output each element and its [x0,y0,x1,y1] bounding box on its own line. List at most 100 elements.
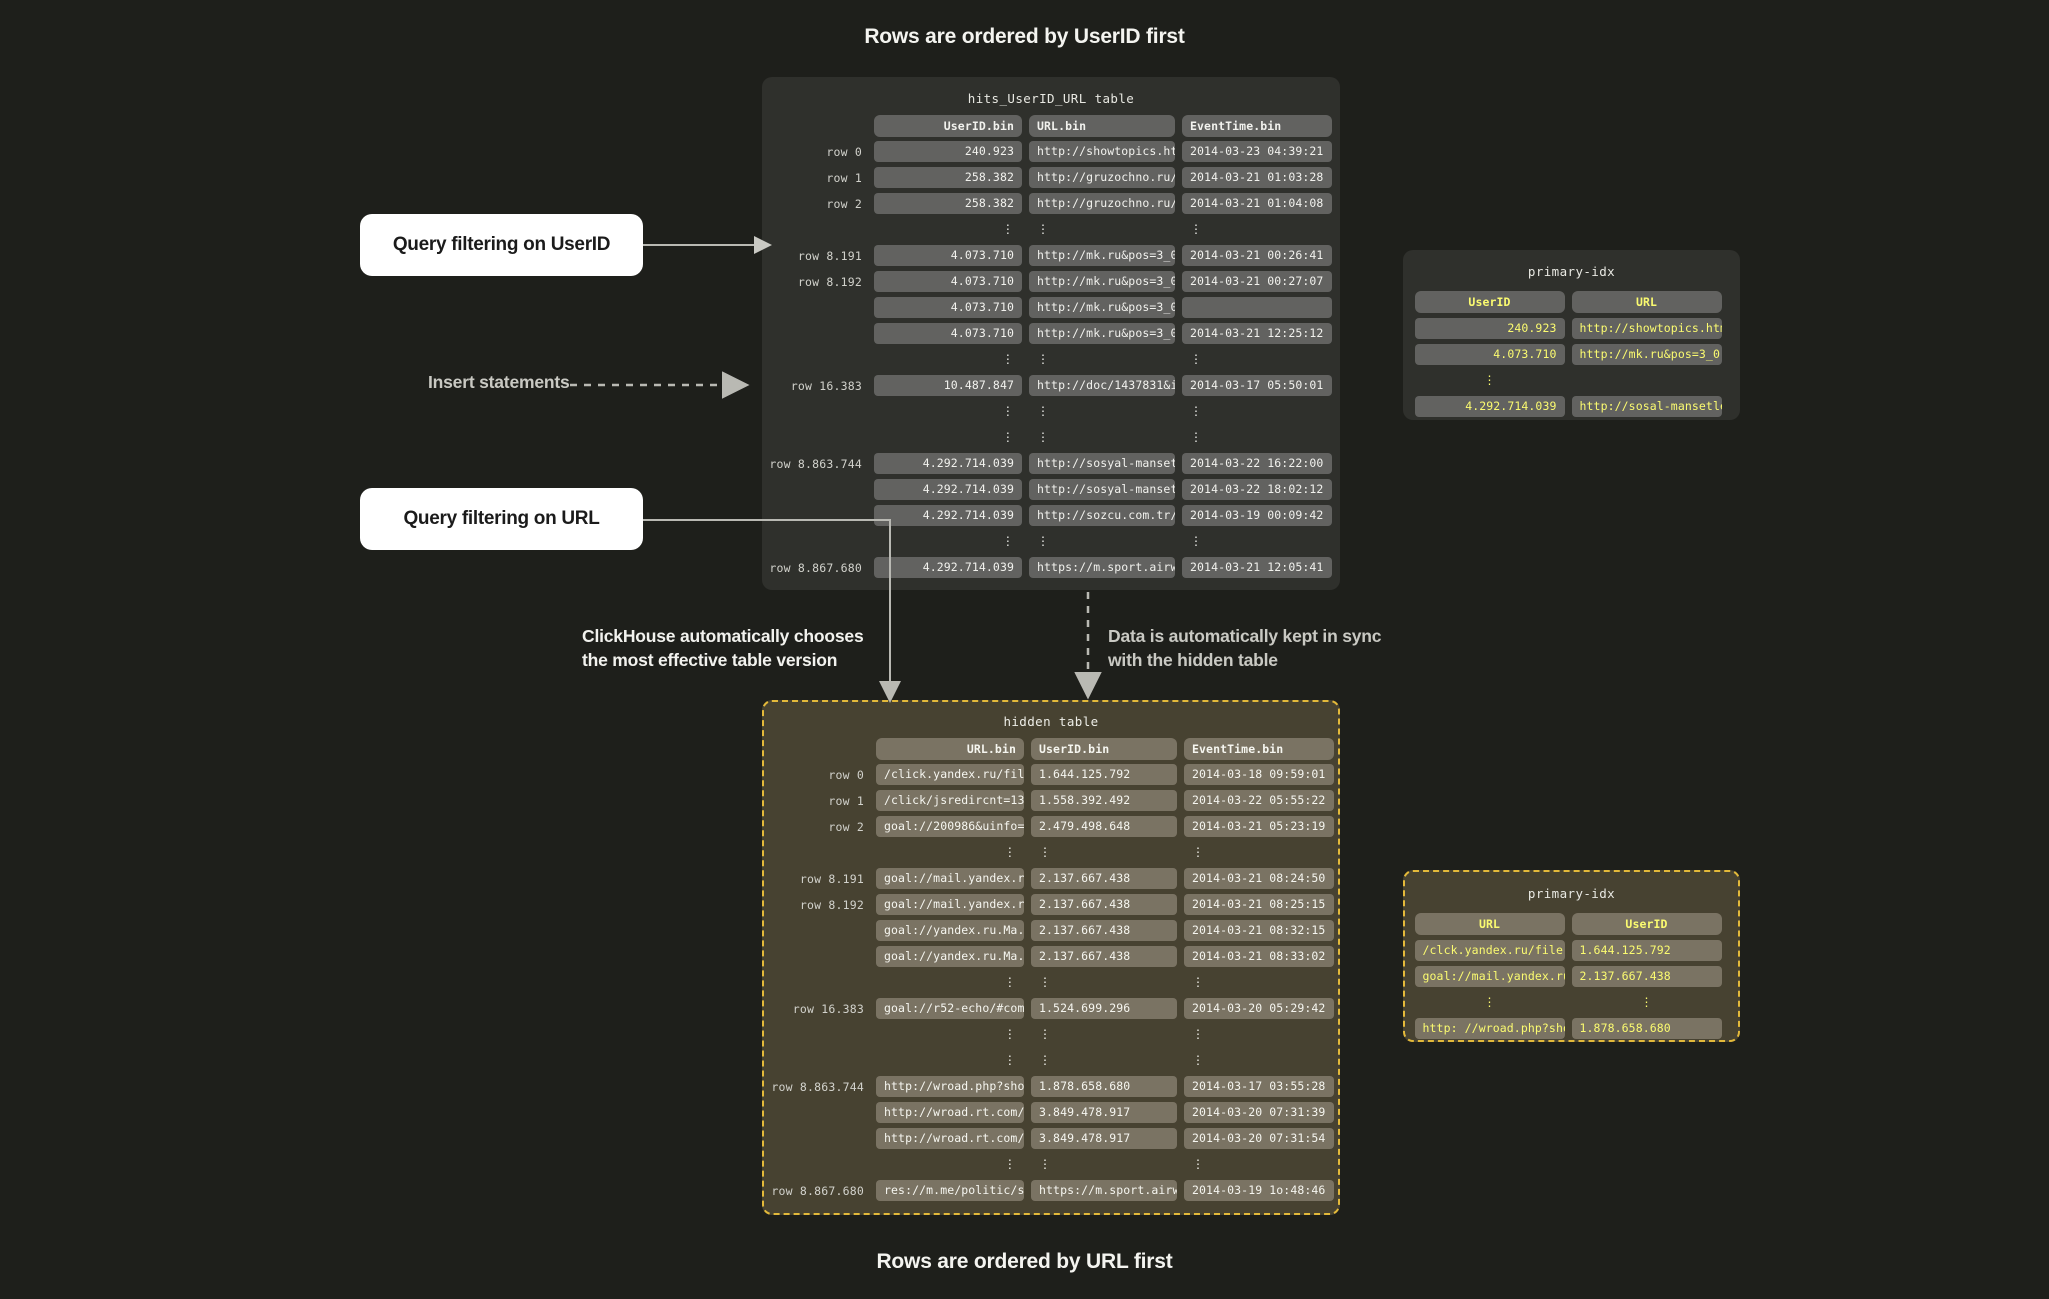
table-cell: 1.524.699.296 [1031,998,1177,1019]
table-cell: 2014-03-23 04:39:21 [1182,141,1332,162]
column-header-eventtime-bin: EventTime.bin [1184,737,1334,760]
table-cell: 2014-03-20 07:31:54 [1184,1128,1334,1149]
table-row: row 8.863.744http://wroad.php?show/7...1… [764,1076,1341,1097]
table-cell: 2.479.498.648 [1031,816,1177,837]
table-ellipsis-row: ⋮⋮⋮ [764,972,1341,993]
table-cell: 4.073.710 [874,245,1022,266]
insert-statements-label: Insert statements [428,372,570,392]
note-choose-line2: the most effective table version [582,649,838,670]
hidden-table-panel: hidden table URL.bin UserID.bin EventTime.… [762,700,1340,1215]
row-label: row 8.191 [799,871,864,886]
table-row: row 0 240.923 http://showtopics.html%3... 2… [762,141,1339,162]
row-label: row 8.863.744 [769,456,862,471]
ellipsis-marker: ⋮ [1192,975,1205,989]
primary-idx-top-rows: UserIDURL240.923http://showtopics.html%3… [1403,291,1740,417]
table-cell: goal://mail.yandex.ru/Ma... [876,894,1024,915]
column-header-userid-bin: UserID.bin [1031,737,1177,760]
table-cell: goal://r52-echo/#compose... [876,998,1024,1019]
table-row: row 0/click.yandex.ru/file.co ...1.644.1… [764,764,1341,785]
ellipsis-marker: ⋮ [1003,1157,1016,1171]
table-row: http://wroad.rt.com/tr/...3.849.478.9172… [764,1128,1341,1149]
ellipsis-marker: ⋮ [1039,845,1052,859]
ellipsis-marker: ⋮ [1192,845,1205,859]
note-sync-line1: Data is automatically kept in sync [1108,626,1382,646]
ellipsis-marker: ⋮ [1192,1053,1205,1067]
idx-cell: /clck.yandex.ru/file.com... [1414,940,1565,961]
table-cell: 3.849.478.917 [1031,1128,1177,1149]
table-cell: https://m.sport.airway/? [1031,1180,1177,1201]
table-cell: http://gruzochno.ru/ekat... [1029,167,1175,188]
idx-column-header-userid: UserID [1571,913,1722,935]
row-label: row 8.192 [797,274,862,289]
main-table-title: hits_UserID_URL table [967,91,1135,106]
ellipsis-marker: ⋮ [1190,404,1203,418]
table-cell: http://wroad.rt.com/tr/... [876,1102,1024,1123]
callout-query-filtering-userid[interactable]: Query filtering on UserID [360,214,643,276]
page-title-bottom: Rows are ordered by URL first [876,1250,1173,1273]
table-cell: http://showtopics.html%3... [1029,141,1175,162]
callout-query-filtering-url[interactable]: Query filtering on URL [360,488,643,550]
table-cell: goal://200986&uinfo=wn-1... [876,816,1024,837]
row-label: row 8.191 [797,248,862,263]
table-cell: 2014-03-22 05:55:22 [1184,790,1334,811]
table-cell: 2014-03-21 01:03:28 [1182,167,1332,188]
table-ellipsis-row: ⋮⋮⋮ [762,349,1339,370]
table-cell: 2014-03-21 08:32:15 [1184,920,1334,941]
table-cell: http://mk.ru&pos=3_0 [1029,323,1175,344]
table-cell: 2014-03-19 1o:48:46 [1184,1180,1334,1201]
idx-cell: http: //wroad.php?show/7... [1414,1018,1565,1039]
table-cell: 2014-03-20 07:31:39 [1184,1102,1334,1123]
table-cell: 2.137.667.438 [1031,894,1177,915]
table-cell: https://m.sport.airway/? [1029,557,1175,578]
ellipsis-marker: ⋮ [1190,534,1203,548]
table-header-row: URL.bin UserID.bin EventTime.bin [764,737,1341,760]
table-row: 4.292.714.039http://sosyal-mansetleri...… [762,479,1339,500]
table-row: row 8.867.680res://m.me/politic/stati...… [764,1180,1341,1201]
idx-cell: 2.137.667.438 [1571,966,1722,987]
table-cell: 258.382 [874,167,1022,188]
row-label: row 1 [828,793,864,808]
table-cell: goal://mail.yandex.ru/Ma... [876,868,1024,889]
table-cell: http://doc/1437831&is_mo... [1029,375,1175,396]
ellipsis-marker: ⋮ [1039,1027,1052,1041]
ellipsis-marker: ⋮ [1037,404,1050,418]
table-row: 4.292.714.039http://sozcu.com.tr/oaut201… [762,505,1339,526]
table-cell: 2014-03-21 08:24:50 [1184,868,1334,889]
idx-ellipsis-row: ⋮ [1403,370,1740,391]
ellipsis-marker: ⋮ [1003,1027,1016,1041]
table-cell: http://mk.ru&pos=3_0 [1029,245,1175,266]
table-row: row 2258.382http://gruzochno.ru/ekat...2… [762,193,1339,214]
table-cell: 240.923 [874,141,1022,162]
table-cell: 1.558.392.492 [1031,790,1177,811]
ellipsis-marker: ⋮ [1003,845,1016,859]
idx-ellipsis-row: ⋮⋮ [1405,992,1738,1013]
column-header-url-bin: URL.bin [876,737,1024,760]
idx-column-header-url: URL [1414,913,1565,935]
row-label: row 8.867.680 [771,1183,864,1198]
ellipsis-marker: ⋮ [1190,222,1203,236]
row-label: row 2 [828,819,864,834]
row-label: row 0 [826,144,862,159]
column-header-url-bin: URL.bin [1029,114,1175,137]
idx-cell: http://sosal-mansetleri... [1571,396,1722,417]
hidden-table-title: hidden table [1003,714,1099,729]
idx-cell: 4.073.710 [1414,344,1565,365]
table-ellipsis-row: ⋮⋮⋮ [764,1154,1341,1175]
table-cell: 2014-03-17 03:55:28 [1184,1076,1334,1097]
column-header-userid-bin: UserID.bin [874,114,1022,137]
ellipsis-marker: ⋮ [1190,430,1203,444]
table-cell: 2014-03-22 18:02:12 [1182,479,1332,500]
ellipsis-marker: ⋮ [1483,373,1496,387]
table-cell: 1.644.125.792 [1031,764,1177,785]
table-cell: 2014-03-21 12:25:12 [1182,323,1332,344]
note-choose-line1: ClickHouse automatically chooses [582,626,864,646]
